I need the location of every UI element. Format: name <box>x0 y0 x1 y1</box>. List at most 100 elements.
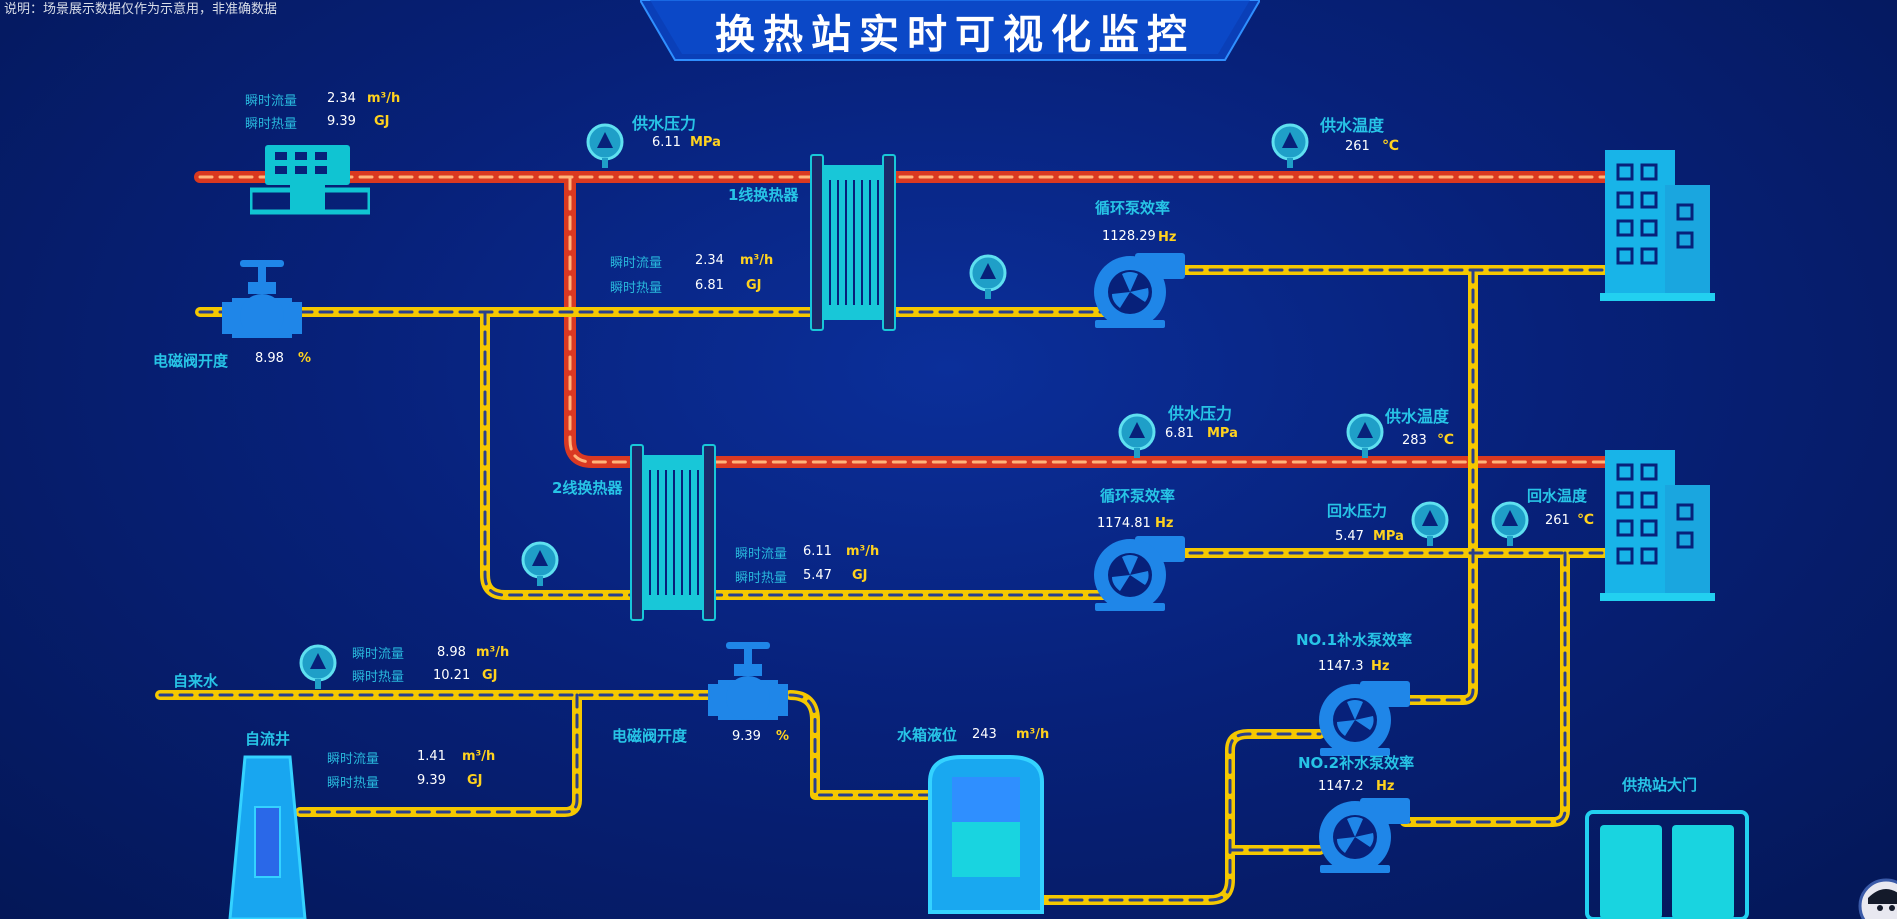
well-flow-value: 1.41 <box>417 749 446 764</box>
disclaimer-note: 说明：场景展示数据仅作为示意用，非准确数据 <box>4 2 278 17</box>
pump1-value: 1147.3 <box>1318 659 1364 674</box>
tap-flow-unit: m³/h <box>476 645 510 660</box>
line1-valve-label: 电磁阀开度 <box>153 352 229 370</box>
top-heat-label: 瞬时热量 <box>245 117 298 132</box>
gauge-icon[interactable] <box>1345 412 1385 458</box>
line2-pump-value: 1174.81 <box>1097 516 1151 531</box>
line1-valve-unit: % <box>298 351 312 366</box>
gauge-icon[interactable] <box>585 122 625 168</box>
valve-icon[interactable] <box>222 258 312 340</box>
bottom-valve-value: 9.39 <box>732 729 761 744</box>
line2-temp-unit: ℃ <box>1437 432 1454 448</box>
line1-pressure-unit: MPa <box>690 135 721 150</box>
line2-flow-value: 6.11 <box>803 544 832 559</box>
top-flow-value: 2.34 <box>327 91 356 106</box>
tap-heat-label: 瞬时热量 <box>352 670 405 685</box>
line1-pump-unit: Hz <box>1158 230 1177 245</box>
flow-meter-icon[interactable] <box>250 140 370 215</box>
page-title: 换热站实时可视化监控 <box>715 12 1195 58</box>
well-icon <box>228 755 307 919</box>
hot-pipes <box>194 171 1616 468</box>
tap-flow-value: 8.98 <box>437 645 466 660</box>
line2-heat-label: 瞬时热量 <box>735 571 788 586</box>
line2-pump-label: 循环泵效率 <box>1100 487 1176 505</box>
well-heat-label: 瞬时热量 <box>327 776 380 791</box>
line1-temp-label: 供水温度 <box>1320 116 1385 135</box>
avatar-icon[interactable] <box>1858 878 1897 919</box>
line2-pressure-label: 供水压力 <box>1168 404 1233 423</box>
line1-valve-value: 8.98 <box>255 351 284 366</box>
top-heat-unit: GJ <box>374 114 390 129</box>
tank-label: 水箱液位 <box>897 726 958 744</box>
gauge-icon[interactable] <box>968 253 1008 299</box>
pump2-value: 1147.2 <box>1318 779 1364 794</box>
pump2-unit: Hz <box>1376 779 1395 794</box>
return-temp-unit: ℃ <box>1577 512 1594 528</box>
pump-fan-icon[interactable] <box>1315 678 1410 758</box>
tank-unit: m³/h <box>1016 727 1050 742</box>
well-label: 自流井 <box>245 730 291 748</box>
return-pressure-label: 回水压力 <box>1327 502 1388 520</box>
cold-pipes <box>155 265 1615 905</box>
line1-flow-unit: m³/h <box>740 253 774 268</box>
tank-value: 243 <box>972 727 997 742</box>
heat-exchanger-icon[interactable] <box>808 150 898 335</box>
gauge-icon[interactable] <box>1117 412 1157 458</box>
tap-heat-value: 10.21 <box>433 668 471 683</box>
title-banner <box>640 0 1260 61</box>
top-flow-label: 瞬时流量 <box>245 94 298 109</box>
building-icon <box>1600 450 1715 601</box>
line2-heat-value: 5.47 <box>803 568 832 583</box>
tap-heat-unit: GJ <box>482 668 498 683</box>
line1-temp-unit: ℃ <box>1382 138 1399 154</box>
gauge-icon[interactable] <box>520 540 560 586</box>
line2-flow-label: 瞬时流量 <box>735 547 788 562</box>
return-temp-value: 261 <box>1545 513 1570 528</box>
gate-label: 供热站大门 <box>1622 776 1698 794</box>
pump2-label: NO.2补水泵效率 <box>1298 754 1415 772</box>
return-pressure-unit: MPa <box>1373 529 1404 544</box>
pump-fan-icon[interactable] <box>1090 250 1185 330</box>
line1-heat-unit: GJ <box>746 278 762 293</box>
well-heat-unit: GJ <box>467 773 483 788</box>
return-pressure-value: 5.47 <box>1335 529 1364 544</box>
line1-pressure-label: 供水压力 <box>632 114 697 133</box>
line1-pump-value: 1128.29 <box>1102 229 1156 244</box>
line1-exchanger-label: 1线换热器 <box>728 186 799 204</box>
gauge-icon[interactable] <box>298 643 338 689</box>
bottom-valve-label: 电磁阀开度 <box>612 727 688 745</box>
pump-fan-icon[interactable] <box>1315 795 1410 875</box>
pump-fan-icon[interactable] <box>1090 533 1185 613</box>
gate-icon[interactable] <box>1585 810 1750 919</box>
top-flow-unit: m³/h <box>367 91 401 106</box>
well-heat-value: 9.39 <box>417 773 446 788</box>
line2-pressure-unit: MPa <box>1207 426 1238 441</box>
well-flow-unit: m³/h <box>462 749 496 764</box>
line1-flow-value: 2.34 <box>695 253 724 268</box>
top-heat-value: 9.39 <box>327 114 356 129</box>
line2-exchanger-label: 2线换热器 <box>552 479 623 497</box>
line2-heat-unit: GJ <box>852 568 868 583</box>
line1-flow-label: 瞬时流量 <box>610 256 663 271</box>
tap-water-label: 自来水 <box>173 672 219 690</box>
line2-pump-unit: Hz <box>1155 516 1174 531</box>
line1-pressure-value: 6.11 <box>652 135 681 150</box>
heat-exchanger-icon[interactable] <box>628 440 718 625</box>
tap-flow-label: 瞬时流量 <box>352 647 405 662</box>
line1-heat-value: 6.81 <box>695 278 724 293</box>
gauge-icon[interactable] <box>1410 500 1450 546</box>
pump1-label: NO.1补水泵效率 <box>1296 631 1413 649</box>
bottom-valve-unit: % <box>776 729 790 744</box>
line2-flow-unit: m³/h <box>846 544 880 559</box>
return-temp-label: 回水温度 <box>1527 487 1588 505</box>
well-flow-label: 瞬时流量 <box>327 752 380 767</box>
gauge-icon[interactable] <box>1490 500 1530 546</box>
line1-heat-label: 瞬时热量 <box>610 281 663 296</box>
line2-pressure-value: 6.81 <box>1165 426 1194 441</box>
gauge-icon[interactable] <box>1270 122 1310 168</box>
line1-pump-label: 循环泵效率 <box>1095 199 1171 217</box>
valve-icon[interactable] <box>708 640 798 722</box>
building-icon <box>1600 150 1715 301</box>
line1-temp-value: 261 <box>1345 139 1370 154</box>
